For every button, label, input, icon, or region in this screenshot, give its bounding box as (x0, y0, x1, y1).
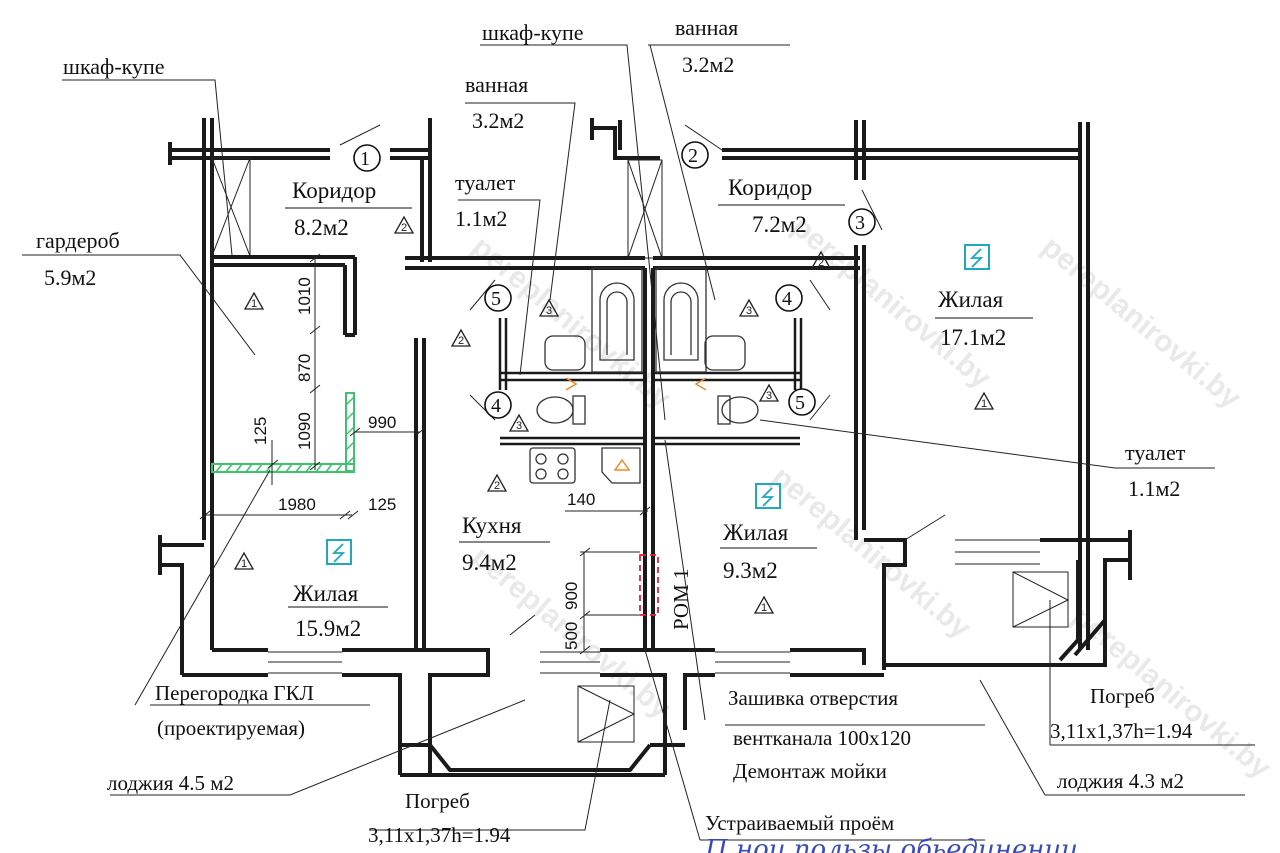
marker-4: 4 (782, 288, 792, 310)
wardrobe-name: гардероб (36, 228, 120, 253)
living-left-area: 15.9м2 (295, 616, 361, 641)
watermark: pereplanirovki.by (766, 460, 978, 645)
new-partition (211, 392, 355, 473)
door-markers: 1 2 3 5 4 4 5 (353, 141, 876, 419)
wardrobe-area: 5.9м2 (44, 265, 96, 290)
dim-500: 500 (562, 622, 581, 650)
dimension-lines (199, 253, 651, 655)
vent-label-1: Зашивка отверстия (728, 686, 898, 710)
stove-icon (529, 447, 576, 484)
triangle-marker: 2 (494, 480, 500, 492)
cellar-right-label: Погреб (1090, 684, 1155, 708)
toilet-right-icon (721, 396, 759, 424)
rom-label: РОМ 1 (669, 568, 693, 630)
corridor1-area: 8.2м2 (294, 215, 349, 240)
triangle-marker: 3 (766, 390, 772, 402)
marker-2: 2 (688, 145, 698, 167)
triangle-marker: 3 (546, 305, 552, 317)
living-right-name: Жилая (938, 287, 1004, 312)
sink-left-icon (544, 335, 586, 371)
marker-3: 3 (855, 212, 865, 234)
partition-sublabel: (проектируемая) (157, 716, 305, 740)
bath-left-area: 3.2м2 (472, 108, 524, 133)
partition-label: Перегородка ГКЛ (155, 681, 314, 705)
marker-4: 4 (491, 395, 501, 417)
socket-icon (326, 539, 352, 565)
triangle-marker: 1 (981, 398, 987, 410)
bath-right-name: ванная (675, 15, 738, 40)
triangle-marker: 1 (241, 558, 247, 570)
cellar-left-label: Погреб (405, 789, 470, 813)
opening-label: Устраиваемый проём (705, 811, 894, 835)
sink-right-icon (704, 335, 746, 371)
dim-1010: 1010 (295, 277, 314, 315)
room-labels: Коридор 8.2м2 Коридор 7.2м2 гардероб 5.9… (36, 15, 1186, 641)
dim-900: 900 (562, 582, 581, 610)
corridor1-name: Коридор (292, 178, 376, 203)
handwritten-note: П нои пользы обьединении (704, 835, 1078, 853)
triangle-marker: 2 (401, 222, 407, 234)
triangle-marker: 1 (761, 602, 767, 614)
walls (158, 118, 1132, 777)
kitchen-sink-icon (601, 447, 641, 484)
marker-5: 5 (795, 392, 805, 414)
triangle-marker: 3 (746, 305, 752, 317)
vent-label-3: Демонтаж мойки (733, 759, 887, 783)
living-left-name: Жилая (293, 581, 359, 606)
plumbing-fixtures (529, 267, 759, 484)
triangle-marker: 2 (818, 257, 824, 269)
marker-1: 1 (360, 148, 370, 170)
kitchen-area: 9.4м2 (462, 550, 517, 575)
dim-125-horizontal: 125 (368, 495, 396, 514)
marker-5: 5 (491, 288, 501, 310)
living-right-area: 17.1м2 (940, 325, 1006, 350)
callout-labels: шкаф-купе шкаф-купе Перегородка ГКЛ (про… (63, 20, 1193, 853)
bath-right-area: 3.2м2 (682, 52, 734, 77)
triangle-marker: 1 (251, 298, 257, 310)
wc-right-name: туалет (1125, 440, 1186, 465)
watermark: pereplanirovki.by (1036, 230, 1248, 415)
living-mid-area: 9.3м2 (723, 558, 778, 583)
dim-870: 870 (295, 354, 314, 382)
dimension-labels: 1010 870 1090 125 990 1980 125 140 900 5… (251, 277, 595, 650)
dim-1980: 1980 (278, 495, 316, 514)
loggia-left-label: лоджия 4.5 м2 (107, 771, 234, 795)
outlet-icons (326, 244, 990, 565)
living-mid-name: Жилая (723, 520, 789, 545)
wc-left-area: 1.1м2 (455, 206, 507, 231)
wc-right-area: 1.1м2 (1128, 476, 1180, 501)
dim-140: 140 (567, 490, 595, 509)
cellar-left-size: 3,11x1,37h=1.94 (368, 823, 511, 847)
dim-990: 990 (368, 413, 396, 432)
closet-left-label: шкаф-купе (63, 54, 165, 79)
finish-markers: 2 1 2 3 3 2 3 3 2 1 1 1 (233, 215, 995, 614)
demolition-opening (639, 554, 659, 616)
socket-icon (964, 244, 990, 270)
toilet-left-icon (536, 396, 574, 424)
triangle-marker: 3 (516, 420, 522, 432)
dim-125-vertical: 125 (251, 417, 270, 445)
dim-1090: 1090 (295, 412, 314, 450)
bathtub-right-icon (655, 267, 707, 373)
cellar-right-size: 3,11x1,37h=1.94 (1050, 719, 1193, 743)
leader-lines (22, 44, 1255, 841)
triangle-marker: 2 (458, 335, 464, 347)
loggia-right-label: лоджия 4.3 м2 (1057, 769, 1184, 793)
bath-left-name: ванная (465, 72, 528, 97)
wc-left-name: туалет (455, 170, 516, 195)
closet-mid-label: шкаф-купе (482, 20, 584, 45)
corridor2-area: 7.2м2 (752, 212, 807, 237)
bathtub-left-icon (591, 267, 643, 373)
kitchen-name: Кухня (462, 513, 522, 538)
corridor2-name: Коридор (728, 175, 812, 200)
vent-label-2: вентканала 100x120 (733, 726, 911, 750)
socket-icon (755, 483, 781, 509)
